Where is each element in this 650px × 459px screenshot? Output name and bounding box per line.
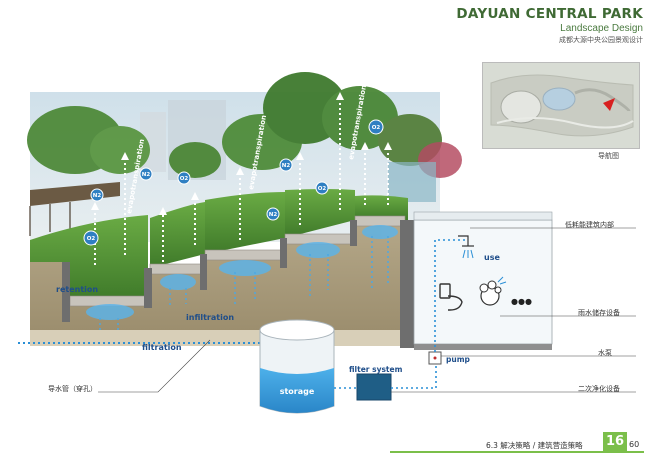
toilet-icon bbox=[439, 283, 463, 311]
supply-pipe bbox=[434, 239, 468, 352]
navigation-map-label: 导航图 bbox=[598, 152, 619, 160]
section-title: 6.3 解决策略 / 建筑营造策略 bbox=[486, 441, 583, 450]
rainwater-storage-callout: 雨水储存设备 bbox=[578, 309, 620, 317]
nitrogen-label: N2 bbox=[142, 172, 151, 178]
filter-system-label: filter system bbox=[349, 365, 403, 374]
nitrogen-label: N2 bbox=[93, 193, 102, 199]
pump-label: pump bbox=[446, 355, 471, 364]
washing-person-icon bbox=[479, 276, 507, 306]
nitrogen-label: N2 bbox=[282, 163, 291, 169]
terrace-grass bbox=[285, 189, 355, 238]
section-badge-number: 16 bbox=[605, 434, 625, 449]
more-uses-indicator: ●●● bbox=[511, 297, 532, 306]
oxygen-label: O2 bbox=[87, 236, 96, 242]
storage-label: storage bbox=[280, 387, 315, 396]
filter-system-box bbox=[356, 373, 392, 401]
terrace-grass bbox=[30, 215, 148, 300]
navigation-map-drawing bbox=[483, 63, 639, 148]
nitrogen-label: N2 bbox=[269, 212, 278, 218]
footer-rule bbox=[390, 451, 644, 453]
infiltration-water bbox=[86, 225, 398, 320]
terrace-grass bbox=[205, 192, 285, 254]
location-marker-icon bbox=[603, 98, 615, 111]
navigation-map bbox=[482, 62, 640, 149]
water-pump-callout: 水泵 bbox=[598, 349, 612, 357]
terrace-grass bbox=[355, 195, 408, 220]
oxygen-label: O2 bbox=[372, 125, 381, 131]
page-subtitle-chinese: 成都大源中央公园景观设计 bbox=[559, 36, 643, 44]
tree-canopy bbox=[27, 72, 462, 178]
retaining-walls bbox=[62, 220, 414, 348]
building-interior-callout: 低耗能建筑内部 bbox=[565, 221, 614, 229]
callout-lines bbox=[98, 227, 636, 393]
oxygen-label: O2 bbox=[318, 186, 327, 192]
shower-icon bbox=[458, 235, 474, 247]
shower-drops bbox=[462, 249, 474, 259]
page-title: DAYUAN CENTRAL PARK bbox=[456, 6, 643, 22]
evapotranspiration-arrows bbox=[94, 100, 389, 265]
secondary-purification-callout: 二次净化设备 bbox=[578, 385, 620, 393]
page-subtitle: Landscape Design bbox=[560, 23, 643, 34]
use-label: use bbox=[484, 253, 500, 262]
lake-background bbox=[388, 162, 436, 202]
infiltration-drips bbox=[99, 236, 389, 330]
page-number: 60 bbox=[629, 440, 640, 449]
evapotranspiration-arrowheads bbox=[91, 92, 392, 215]
filtration-label: filtration bbox=[142, 343, 182, 352]
oxygen-label: O2 bbox=[180, 176, 189, 182]
building-interior bbox=[413, 219, 553, 345]
boardwalk bbox=[30, 182, 120, 206]
storage-tank bbox=[259, 319, 335, 414]
section-badge: 16 bbox=[603, 432, 627, 452]
drain-pipe-callout: 导水管（穿孔） bbox=[48, 385, 97, 393]
infiltration-label: infiltration bbox=[186, 313, 234, 322]
retention-label: retention bbox=[56, 285, 98, 294]
gas-bubbles bbox=[83, 119, 384, 246]
